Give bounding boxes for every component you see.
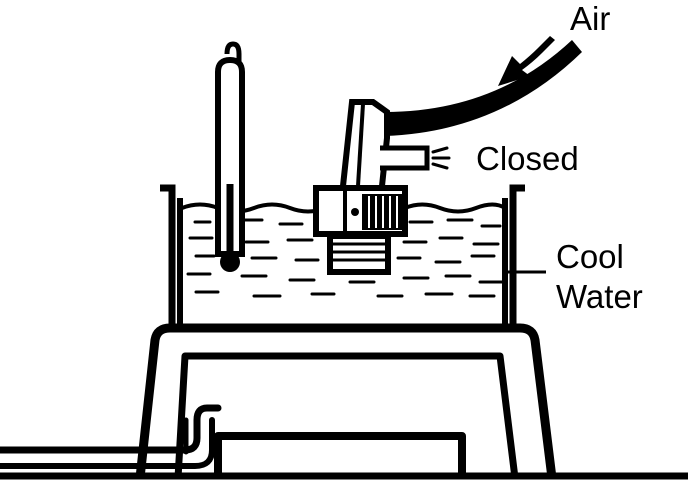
thermometer [215,41,245,272]
closed-port-marks [431,146,451,170]
air-flow-arrow [498,36,555,86]
air-hose [385,40,582,136]
water-tank [160,184,525,330]
air-label: Air [570,0,610,37]
cool-water [180,202,507,298]
valve-assembly [313,99,430,275]
cool-label: Cool [556,238,624,275]
feed-pipe [0,404,222,469]
water-label: Water [556,278,643,315]
stand [0,323,688,480]
closed-label: Closed [476,140,579,177]
